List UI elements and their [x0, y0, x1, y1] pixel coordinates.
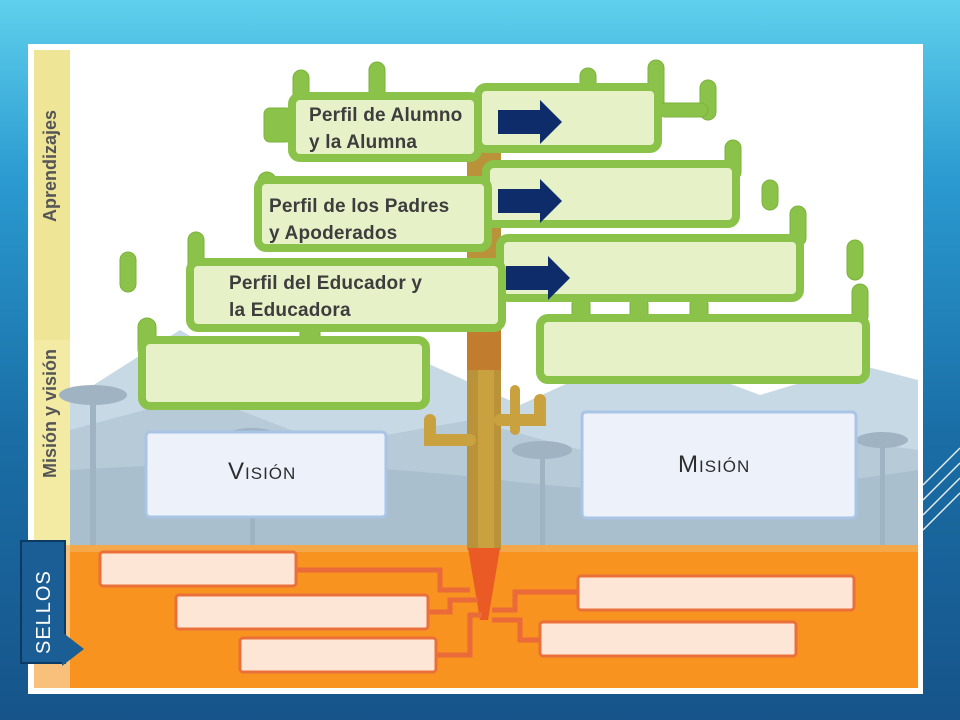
mision-box	[580, 410, 858, 520]
sellos-tab[interactable]: SELLOS	[20, 540, 66, 664]
roots	[295, 567, 578, 658]
profile-alumno-line-2: y la Alumna	[309, 132, 418, 153]
profile-educador-line-2: la Educadora	[229, 300, 351, 321]
profile-alumno-label: Perfil de Alumno y la Alumna	[309, 102, 462, 156]
leaf-boxes-right	[474, 83, 870, 384]
sellos-tab-label: SELLOS	[33, 570, 55, 654]
leaf-boxes-left	[138, 92, 506, 410]
sellos-tab-pointer-icon	[62, 632, 84, 666]
profile-padres-line-1: Perfil de los Padres	[269, 196, 450, 217]
side-label-aprendizajes: Aprendizajes	[40, 109, 60, 222]
arrow-icon	[498, 179, 562, 223]
arrows	[498, 100, 570, 300]
profile-alumno-line-1: Perfil de Alumno	[309, 105, 463, 126]
profile-padres-line-2: y Apoderados	[269, 223, 398, 244]
profile-educador-label: Perfil del Educador y la Educadora	[229, 270, 422, 324]
profile-educador-line-1: Perfil del Educador y	[229, 273, 423, 294]
arrow-icon	[506, 256, 570, 300]
side-strip-top	[34, 50, 70, 340]
side-label-mision-vision: Misión y visión	[40, 348, 60, 478]
vision-box	[144, 430, 388, 519]
vision-title: Visión	[228, 458, 297, 485]
mision-title: Misión	[678, 451, 751, 478]
profile-padres-label: Perfil de los Padres y Apoderados	[269, 193, 449, 247]
arrow-icon	[498, 100, 562, 144]
root-boxes	[98, 550, 856, 674]
